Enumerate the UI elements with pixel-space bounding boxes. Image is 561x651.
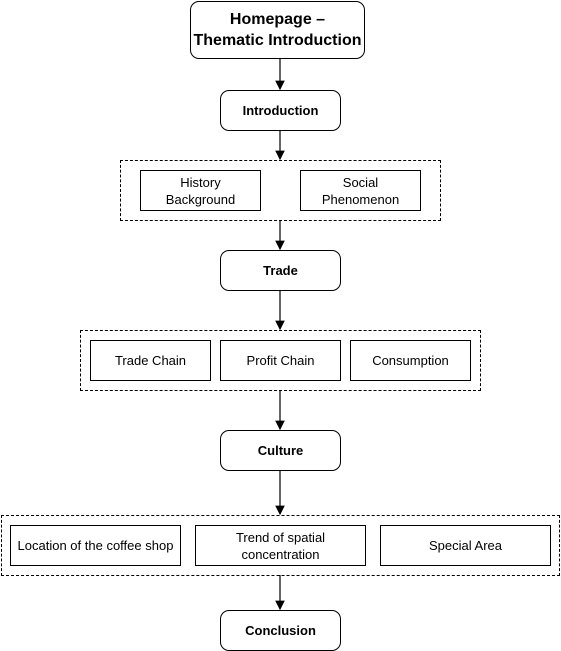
culture-subtopics-group	[1, 515, 560, 576]
spatial-concentration-node: Trend of spatial concentration	[195, 525, 366, 566]
history-background-node: History Background	[140, 170, 261, 211]
social-phenomenon-node: Social Phenomenon	[300, 170, 421, 211]
introduction-node: Introduction	[220, 90, 341, 131]
culture-node: Culture	[220, 430, 341, 471]
consumption-node: Consumption	[350, 340, 471, 381]
trade-node: Trade	[220, 250, 341, 291]
intro-subtopics-group	[120, 160, 441, 221]
special-area-node: Special Area	[380, 525, 551, 566]
trade-chain-node: Trade Chain	[90, 340, 211, 381]
trade-subtopics-group	[80, 330, 481, 391]
homepage-title-node: Homepage – Thematic Introduction	[190, 1, 365, 59]
conclusion-node: Conclusion	[220, 610, 341, 651]
profit-chain-node: Profit Chain	[220, 340, 341, 381]
coffee-shop-location-node: Location of the coffee shop	[10, 525, 181, 566]
